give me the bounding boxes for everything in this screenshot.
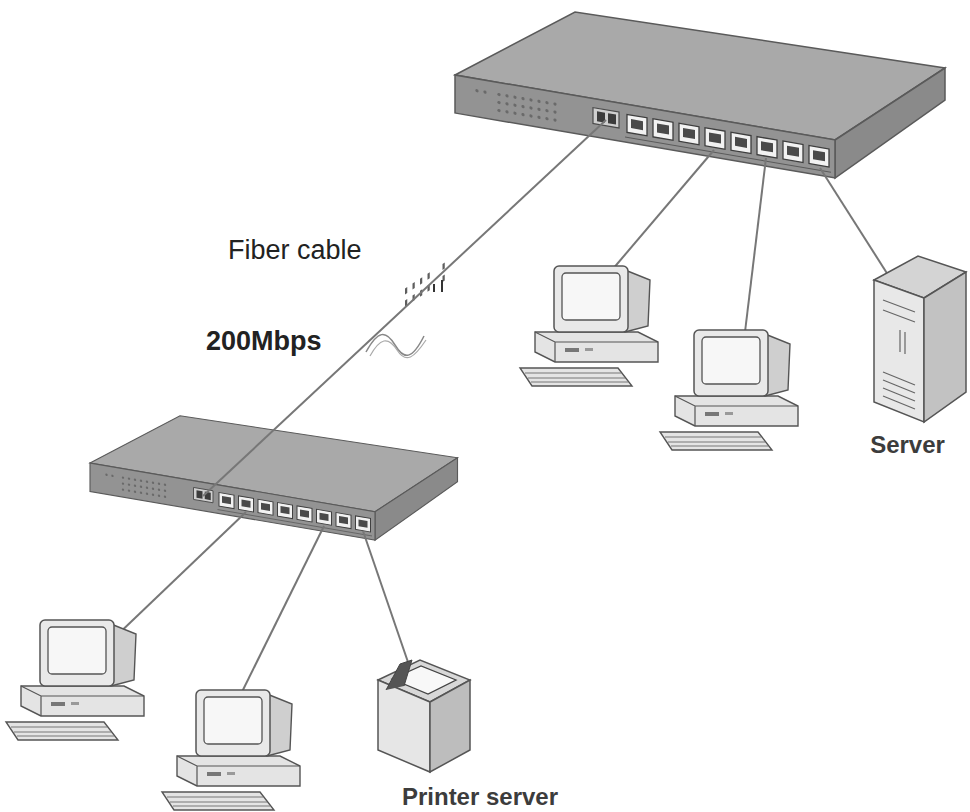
printer-side — [430, 680, 470, 772]
link-label: 200Mbps — [206, 327, 322, 357]
printer-front — [378, 680, 430, 772]
server-tower — [874, 256, 966, 422]
network-switch — [455, 0, 945, 178]
ethernet-cables — [112, 150, 890, 700]
network-switch — [455, 0, 945, 178]
desktop-computer — [520, 266, 658, 386]
signal-wave — [366, 335, 424, 356]
ethernet-cable — [612, 150, 714, 270]
ethernet-cable — [363, 531, 410, 668]
server-side — [924, 272, 966, 422]
desktop-computer — [162, 690, 300, 810]
signal-wave — [370, 340, 426, 358]
printer — [378, 660, 470, 772]
network-switch — [90, 263, 458, 541]
fiber-cable — [203, 120, 606, 496]
paper-feed — [386, 660, 412, 690]
device-label: Server — [870, 432, 945, 458]
ethernet-cable — [238, 526, 324, 700]
ethernet-cable — [820, 168, 890, 278]
ethernet-cable — [112, 512, 246, 640]
server-front — [874, 280, 924, 422]
link-label: Fiber cable — [228, 236, 362, 266]
tick-marks — [434, 280, 442, 292]
device-label: Printer server — [402, 784, 558, 810]
server-bays — [883, 300, 915, 409]
ethernet-cable — [745, 158, 766, 332]
device-node: Printer server — [370, 644, 590, 810]
device-node: Server — [845, 254, 970, 458]
desktop-computer — [660, 330, 798, 450]
network-switch — [90, 263, 458, 541]
desktop-computer — [6, 620, 144, 740]
